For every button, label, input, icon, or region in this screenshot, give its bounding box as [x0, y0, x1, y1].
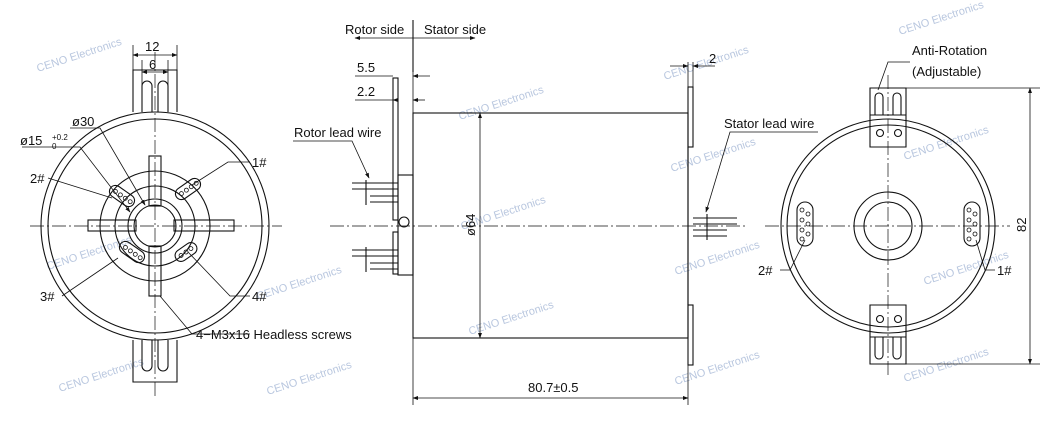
dia-30-label: ø30: [72, 114, 94, 129]
pin-3-left-label: 3#: [40, 289, 55, 304]
watermark-3: CENO Electronics: [57, 356, 145, 395]
rotor-end-view: [22, 45, 282, 398]
dia-64-label: ø64: [463, 214, 478, 236]
tol-plus-label: +0.2: [52, 133, 68, 142]
dim-12-label: 12: [145, 39, 159, 54]
pin-2-left-label: 2#: [30, 171, 45, 186]
adjustable-label: (Adjustable): [912, 64, 981, 79]
watermark-2: CENO Electronics: [45, 234, 133, 273]
pin-1-right-label: 1#: [997, 263, 1012, 278]
watermark-1: CENO Electronics: [35, 36, 123, 75]
watermark-10: CENO Electronics: [669, 136, 757, 175]
stator-end-view: [765, 61, 1040, 375]
screws-label: 4−M3x16 Headless screws: [196, 327, 352, 342]
watermark-5: CENO Electronics: [255, 264, 343, 303]
pin-1-left-label: 1#: [252, 155, 267, 170]
rotor-side-label: Rotor side: [345, 22, 404, 37]
watermark-16: CENO Electronics: [902, 346, 990, 385]
pin-4-left-label: 4#: [252, 289, 267, 304]
dia-15-label: ø15: [20, 133, 42, 148]
stator-lead-wire-label: Stator lead wire: [724, 116, 814, 131]
dim-2-2-label: 2.2: [357, 84, 375, 99]
watermark-11: CENO Electronics: [673, 239, 761, 278]
anti-rotation-label: Anti-Rotation: [912, 43, 987, 58]
watermark-9: CENO Electronics: [662, 44, 750, 83]
dim-5-5-label: 5.5: [357, 60, 375, 75]
length-label: 80.7±0.5: [528, 380, 579, 395]
tol-zero-label: 0: [52, 142, 57, 151]
watermark-12: CENO Electronics: [673, 349, 761, 388]
height-82-label: 82: [1014, 218, 1029, 232]
side-view: [293, 20, 818, 405]
stator-side-label: Stator side: [424, 22, 486, 37]
dim-2-label: 2: [709, 51, 716, 66]
watermark-4: CENO Electronics: [265, 359, 353, 398]
watermark-13: CENO Electronics: [897, 0, 985, 38]
dim-6-label: 6: [149, 57, 156, 72]
watermark-8: CENO Electronics: [467, 299, 555, 338]
pin-2-right-label: 2#: [758, 263, 773, 278]
rotor-lead-wire-label: Rotor lead wire: [294, 125, 381, 140]
watermark-6: CENO Electronics: [457, 84, 545, 123]
